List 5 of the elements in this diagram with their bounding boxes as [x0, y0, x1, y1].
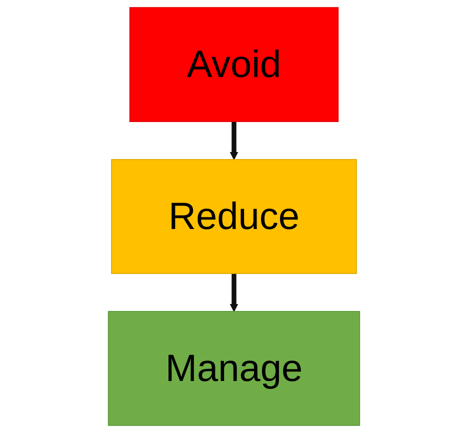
node-box: Manage	[108, 310, 360, 426]
node-box: Avoid	[129, 7, 339, 122]
node-box: Reduce	[111, 159, 357, 274]
arrow	[230, 122, 238, 160]
arrow	[230, 273, 238, 312]
